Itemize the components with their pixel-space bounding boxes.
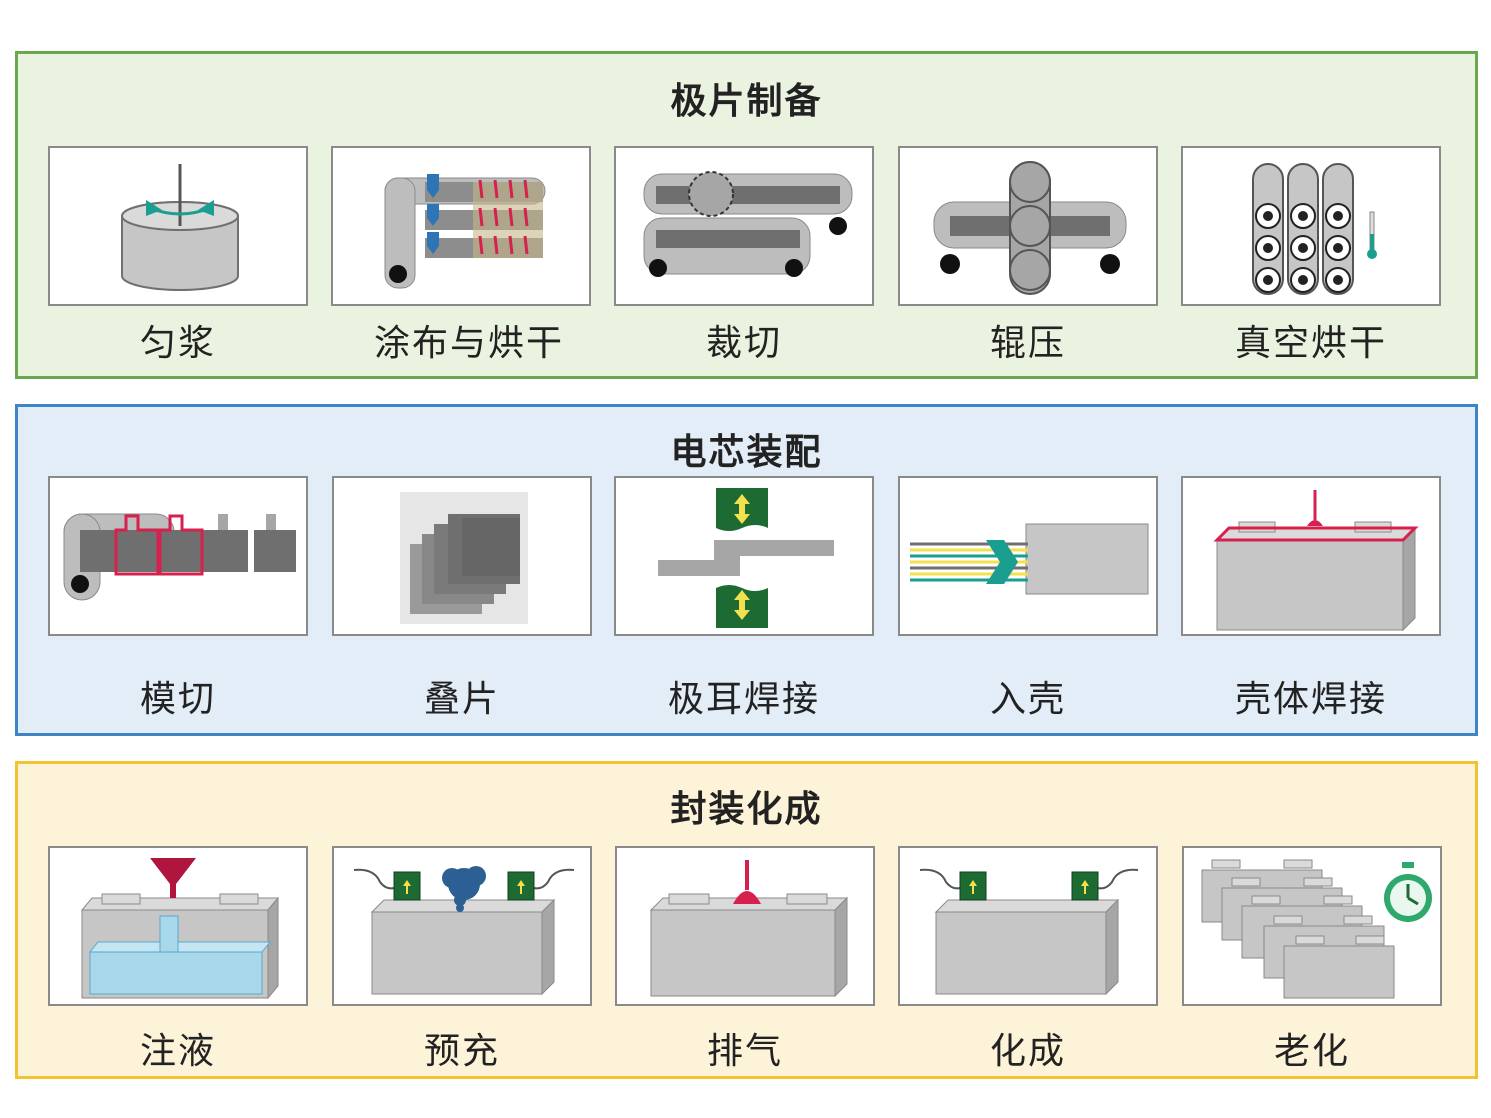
slitting-icon [643,171,853,277]
step-label-roller-press: 辊压 [989,323,1066,364]
step-label-pre-charge: 预充 [423,1031,500,1072]
tab-welding-icon [658,488,834,628]
step-card-tab-welding [614,476,874,636]
step-card-coating [331,146,591,306]
step-label-coating: 涂布与烘干 [373,323,564,364]
coating-icon [384,174,546,289]
step-card-formation [898,846,1158,1006]
casing-icon [910,523,1149,595]
roller-press-icon [933,161,1127,295]
vacuum-dry-icon [1252,163,1377,295]
die-cut-icon [63,513,296,601]
formation-icon [919,868,1139,996]
step-label-tab-welding: 极耳焊接 [667,679,820,720]
step-card-stacking [332,476,592,636]
mixer-icon [121,164,239,291]
step-label-stacking: 叠片 [423,679,500,720]
step-card-casing [898,476,1158,636]
aging-icon [1201,859,1432,999]
step-label-die-cut: 模切 [139,679,216,720]
step-card-roller-press [898,146,1158,306]
step-label-mixing: 匀浆 [139,323,216,364]
step-label-formation: 化成 [989,1031,1066,1072]
section-title: 极片制备 [670,81,823,122]
step-label-electrolyte-fill: 注液 [139,1031,216,1072]
step-card-degassing [615,846,875,1006]
step-label-aging: 老化 [1273,1031,1350,1072]
electrolyte-fill-icon [80,858,280,1000]
step-card-slitting [614,146,874,306]
stacking-icon [400,492,528,624]
step-label-vacuum-dry: 真空烘干 [1234,323,1387,364]
step-label-case-welding: 壳体焊接 [1234,679,1387,720]
stopwatch-icon [1384,862,1432,922]
step-label-casing: 入壳 [989,679,1066,720]
step-card-pre-charge [332,846,592,1006]
step-card-case-welding [1181,476,1441,636]
case-welding-icon [1213,490,1419,632]
step-card-die-cut [48,476,308,636]
degassing-icon [649,860,849,998]
pre-charge-icon [353,866,575,996]
step-card-mixing [48,146,308,306]
section-title: 电芯装配 [670,432,823,473]
step-card-electrolyte-fill [48,846,308,1006]
step-label-degassing: 排气 [706,1031,783,1072]
step-label-slitting: 裁切 [705,323,782,364]
section-title: 封装化成 [670,789,823,830]
step-card-vacuum-dry [1181,146,1441,306]
step-card-aging [1182,846,1442,1006]
